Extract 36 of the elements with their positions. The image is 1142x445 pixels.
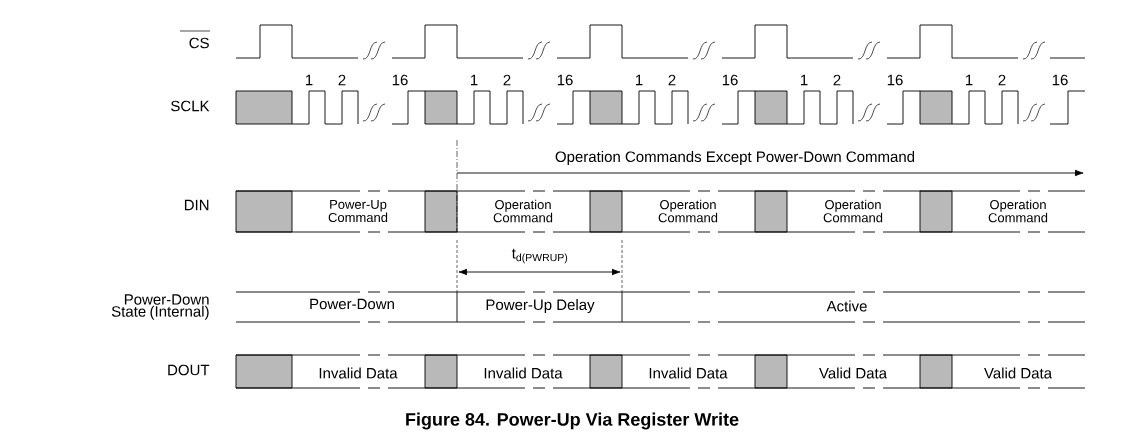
clock-number: 16 — [1052, 74, 1068, 86]
clock-number: 16 — [392, 74, 408, 86]
state-value: Power-Down — [310, 298, 394, 310]
bus-value: Valid Data — [984, 367, 1053, 379]
clock-number: 2 — [668, 74, 676, 86]
clock-number: 1 — [966, 74, 973, 86]
signal-name: DIN — [184, 199, 209, 211]
clock-number: 1 — [801, 74, 808, 86]
clock-number: 2 — [338, 74, 346, 86]
signal-name: DOUT — [168, 364, 210, 376]
signal-name: CS — [189, 37, 209, 49]
clock-number: 1 — [306, 74, 313, 86]
bus-value: Invalid Data — [484, 367, 563, 379]
caption: Figure 84. Power-Up Via Register Write — [406, 412, 739, 430]
bus-value: Power-Up Command — [328, 199, 388, 223]
bus-value: Operation Command — [823, 199, 883, 223]
state-value: Power-Up Delay — [486, 299, 595, 313]
clock-number: 2 — [833, 74, 841, 86]
bus-value: Operation Command — [493, 199, 553, 223]
clock-number: 16 — [557, 74, 573, 86]
clock-number: 16 — [722, 74, 738, 86]
bus-value: Invalid Data — [649, 367, 728, 379]
timing-label: t$_{d(PWRUP)}$ — [511, 248, 568, 264]
clock-number: 2 — [503, 74, 511, 86]
arrow-label: Operation Commands Except Power-Down Command — [555, 151, 915, 165]
state-value: Active — [826, 300, 867, 312]
bus-value: Operation Command — [988, 199, 1048, 223]
bus-value: Valid Data — [819, 367, 888, 379]
bus-value: Operation Command — [658, 199, 718, 223]
signal-name: SCLK — [171, 100, 210, 112]
clock-number: 2 — [998, 74, 1006, 86]
signal-name: Power-Down State (Internal) — [111, 294, 209, 320]
bus-value: Invalid Data — [319, 367, 398, 379]
clock-number: 1 — [636, 74, 643, 86]
clock-number: 16 — [887, 74, 903, 86]
clock-number: 1 — [471, 74, 478, 86]
